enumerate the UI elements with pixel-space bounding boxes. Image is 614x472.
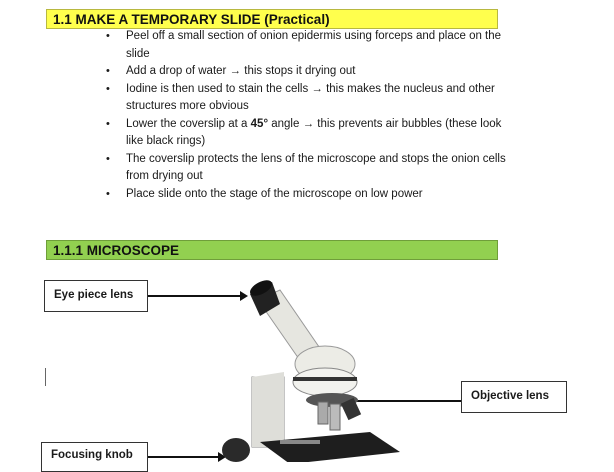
section-heading-temporary-slide: 1.1 MAKE A TEMPORARY SLIDE (Practical) (46, 9, 498, 29)
list-item: •Lower the coverslip at a 45° angle → th… (106, 117, 502, 148)
arrow-icon (148, 291, 248, 301)
list-item: •The coverslip protects the lens of the … (106, 152, 506, 183)
microscope-image (222, 280, 400, 462)
list-item: •Peel off a small section of onion epide… (106, 30, 502, 60)
label-eyepiece-lens: Eye piece lens (44, 280, 148, 312)
label-focusing-knob: Focusing knob (41, 442, 148, 472)
arrow-icon (148, 452, 226, 462)
label-objective-lens: Objective lens (461, 381, 567, 413)
bullet-icon: • (106, 117, 110, 130)
list-item: •Iodine is then used to stain the cells … (106, 82, 495, 113)
list-item: •Add a drop of water → this stops it dry… (100, 63, 520, 81)
bullet-icon: • (106, 30, 110, 42)
bullet-icon: • (106, 187, 110, 200)
bullet-icon: • (106, 82, 110, 95)
list-item: •Place slide onto the stage of the micro… (100, 186, 520, 204)
bullet-icon: • (106, 152, 110, 165)
steps-list: •Peel off a small section of onion epide… (100, 28, 520, 203)
bullet-icon: • (106, 65, 110, 77)
section-heading-microscope: 1.1.1 MICROSCOPE (46, 240, 498, 260)
text-cursor (45, 368, 46, 386)
